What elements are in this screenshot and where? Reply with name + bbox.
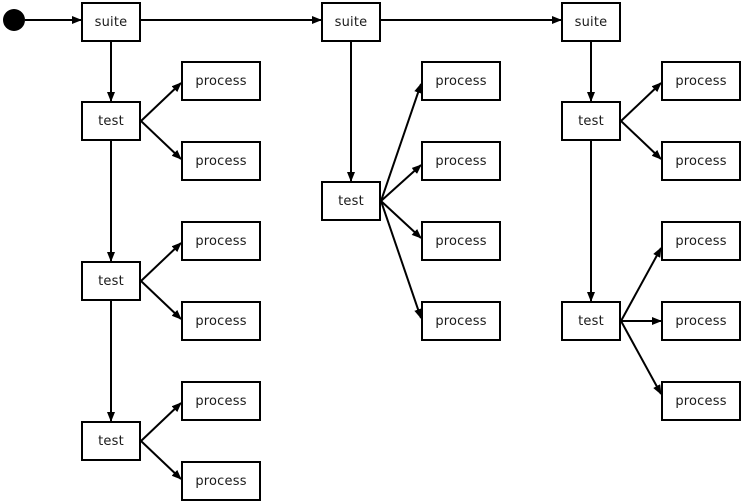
edge-test-2-1-to-proc-2-1 bbox=[380, 83, 422, 202]
edge-test-3-1-to-proc-3-2 bbox=[620, 120, 662, 160]
node-label-test-3-2: test bbox=[578, 313, 604, 329]
node-proc-1-2[interactable]: process bbox=[181, 141, 261, 181]
node-label-test-2-1: test bbox=[338, 193, 364, 209]
edge-test-1-1-to-proc-1-1 bbox=[140, 82, 182, 122]
node-label-proc-1-1: process bbox=[195, 73, 247, 89]
edge-test-1-3-to-proc-1-5 bbox=[140, 402, 182, 442]
node-suite-2[interactable]: suite bbox=[321, 2, 381, 42]
node-label-proc-3-1: process bbox=[675, 73, 727, 89]
node-suite-3[interactable]: suite bbox=[561, 2, 621, 42]
edge-test-1-2-to-proc-1-4 bbox=[140, 280, 182, 320]
node-label-proc-2-4: process bbox=[435, 313, 487, 329]
node-proc-3-1[interactable]: process bbox=[661, 61, 741, 101]
node-label-proc-2-3: process bbox=[435, 233, 487, 249]
node-test-1-2[interactable]: test bbox=[81, 261, 141, 301]
node-label-test-1-2: test bbox=[98, 273, 124, 289]
node-label-suite-1: suite bbox=[94, 14, 128, 30]
edge-test-2-1-to-proc-2-4 bbox=[380, 200, 422, 319]
node-test-3-2[interactable]: test bbox=[561, 301, 621, 341]
node-proc-1-4[interactable]: process bbox=[181, 301, 261, 341]
node-proc-3-2[interactable]: process bbox=[661, 141, 741, 181]
node-label-proc-3-4: process bbox=[675, 313, 727, 329]
node-proc-2-2[interactable]: process bbox=[421, 141, 501, 181]
edge-group bbox=[25, 16, 662, 480]
node-proc-2-1[interactable]: process bbox=[421, 61, 501, 101]
node-test-3-1[interactable]: test bbox=[561, 101, 621, 141]
node-label-suite-3: suite bbox=[574, 14, 608, 30]
node-label-proc-3-5: process bbox=[675, 393, 727, 409]
node-label-test-1-3: test bbox=[98, 433, 124, 449]
node-label-proc-1-4: process bbox=[195, 313, 247, 329]
node-label-proc-2-2: process bbox=[435, 153, 487, 169]
node-proc-2-4[interactable]: process bbox=[421, 301, 501, 341]
node-label-proc-3-3: process bbox=[675, 233, 727, 249]
node-label-proc-1-2: process bbox=[195, 153, 247, 169]
start-node-icon bbox=[3, 9, 25, 31]
node-label-test-3-1: test bbox=[578, 113, 604, 129]
edge-test-2-1-to-proc-2-3 bbox=[380, 200, 422, 239]
node-label-proc-3-2: process bbox=[675, 153, 727, 169]
node-proc-3-3[interactable]: process bbox=[661, 221, 741, 261]
node-test-1-1[interactable]: test bbox=[81, 101, 141, 141]
node-proc-1-3[interactable]: process bbox=[181, 221, 261, 261]
edge-test-1-2-to-proc-1-3 bbox=[140, 242, 182, 282]
node-test-2-1[interactable]: test bbox=[321, 181, 381, 221]
edge-test-1-3-to-proc-1-6 bbox=[140, 440, 182, 480]
node-proc-1-1[interactable]: process bbox=[181, 61, 261, 101]
node-label-proc-1-5: process bbox=[195, 393, 247, 409]
edge-test-2-1-to-proc-2-2 bbox=[380, 164, 422, 202]
node-proc-3-5[interactable]: process bbox=[661, 381, 741, 421]
node-label-proc-2-1: process bbox=[435, 73, 487, 89]
node-suite-1[interactable]: suite bbox=[81, 2, 141, 42]
node-label-test-1-1: test bbox=[98, 113, 124, 129]
edge-test-1-1-to-proc-1-2 bbox=[140, 120, 182, 160]
node-label-proc-1-6: process bbox=[195, 473, 247, 489]
node-label-proc-1-3: process bbox=[195, 233, 247, 249]
node-proc-1-5[interactable]: process bbox=[181, 381, 261, 421]
node-proc-2-3[interactable]: process bbox=[421, 221, 501, 261]
node-test-1-3[interactable]: test bbox=[81, 421, 141, 461]
node-proc-1-6[interactable]: process bbox=[181, 461, 261, 501]
node-proc-3-4[interactable]: process bbox=[661, 301, 741, 341]
edge-test-3-2-to-proc-3-3 bbox=[620, 247, 662, 322]
node-label-suite-2: suite bbox=[334, 14, 368, 30]
edge-test-3-2-to-proc-3-5 bbox=[620, 320, 662, 395]
edge-test-3-1-to-proc-3-1 bbox=[620, 82, 662, 122]
